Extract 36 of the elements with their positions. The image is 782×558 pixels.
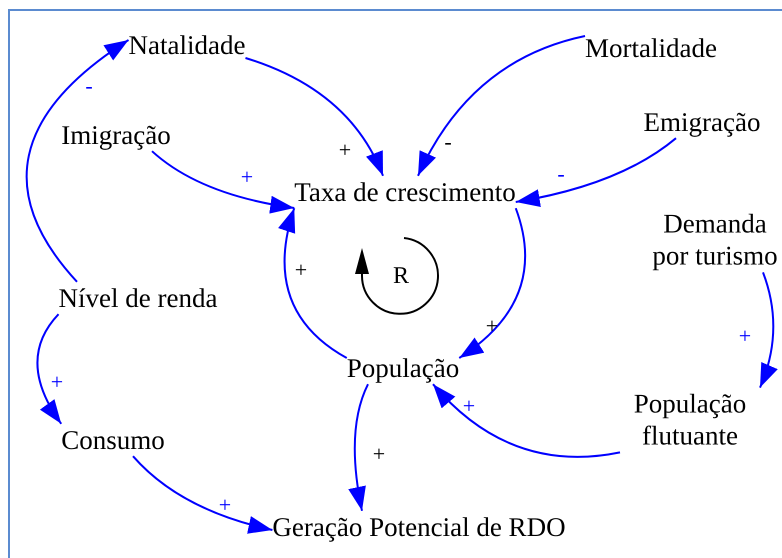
causal-arrow (458, 208, 526, 359)
polarity-sign: + (486, 315, 498, 337)
polarity-sign: + (372, 443, 386, 465)
causal-arrow (278, 208, 348, 359)
variable-label: Nível de renda (58, 282, 218, 314)
polarity-sign: + (218, 494, 232, 516)
variable-label: População (346, 352, 460, 384)
variable-label: Consumo (61, 424, 165, 456)
polarity-sign: + (50, 371, 64, 393)
polarity-sign: - (444, 131, 452, 153)
polarity-sign: + (294, 259, 308, 281)
causal-arrow (417, 35, 586, 176)
variable-label: Imigração (61, 118, 171, 152)
variable-label: Emigração (644, 106, 760, 138)
polarity-sign: - (85, 75, 93, 97)
polarity-sign: + (462, 395, 476, 417)
causal-arrow (36, 314, 62, 424)
polarity-sign: + (240, 166, 254, 188)
causal-arrow (151, 150, 294, 214)
polarity-sign: + (738, 325, 752, 347)
causal-arrow (26, 39, 130, 282)
variable-label: População flutuante (620, 388, 760, 452)
causal-arrow (132, 456, 273, 534)
polarity-sign: + (338, 139, 352, 161)
variable-label: Taxa de crescimento (294, 176, 516, 208)
causal-arrow (759, 272, 778, 388)
causal-arrow (516, 137, 677, 207)
variable-label: Natalidade (128, 28, 246, 62)
variable-label: Mortalidade (585, 32, 717, 64)
loop-label: R (393, 264, 409, 288)
polarity-sign: - (557, 163, 565, 185)
causal-arrow (348, 384, 369, 511)
causal-arrow (245, 57, 384, 176)
variable-label: Demanda por turismo (645, 208, 782, 272)
variable-label: Geração Potencial de RDO (272, 510, 566, 544)
causal-arrow (432, 384, 620, 458)
